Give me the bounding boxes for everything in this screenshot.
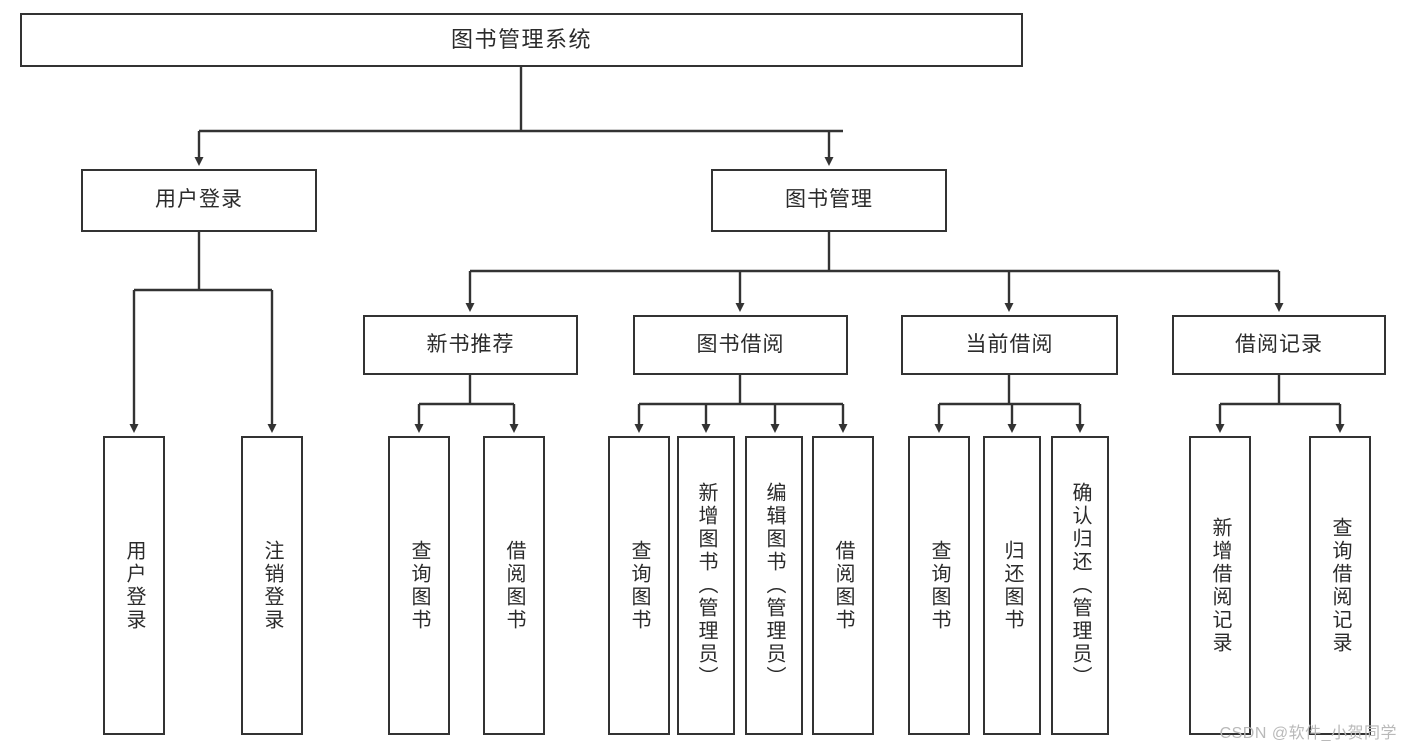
node-borrow-records[interactable]: 借阅记录 xyxy=(1172,315,1386,375)
node-new-book-recommend[interactable]: 新书推荐 xyxy=(363,315,578,375)
leaf-borrow-edit-book-admin-label: 编辑图书（管理员） xyxy=(763,482,785,689)
leaf-records-query-record-label: 查询借阅记录 xyxy=(1329,516,1351,655)
leaf-borrow-query-books-label: 查询图书 xyxy=(628,539,650,632)
leaf-current-query-books-label: 查询图书 xyxy=(928,539,950,632)
leaf-user-login-signin-label: 用户登录 xyxy=(123,539,145,632)
leaf-current-confirm-return-admin-label: 确认归还（管理员） xyxy=(1069,482,1091,689)
node-user-login[interactable]: 用户登录 xyxy=(81,169,317,232)
leaf-current-confirm-return-admin[interactable]: 确认归还（管理员） xyxy=(1051,436,1109,735)
node-user-login-label: 用户登录 xyxy=(155,188,243,212)
node-root-system[interactable]: 图书管理系统 xyxy=(20,13,1023,67)
leaf-recommend-borrow-books[interactable]: 借阅图书 xyxy=(483,436,545,735)
leaf-current-query-books[interactable]: 查询图书 xyxy=(908,436,970,735)
leaf-user-login-signin[interactable]: 用户登录 xyxy=(103,436,165,735)
leaf-user-login-signout-label: 注销登录 xyxy=(261,539,283,632)
watermark-text: CSDN @软件_小贺同学 xyxy=(1219,725,1397,742)
node-root-system-label: 图书管理系统 xyxy=(450,27,592,53)
node-current-borrow-label: 当前借阅 xyxy=(965,332,1054,356)
leaf-records-query-record[interactable]: 查询借阅记录 xyxy=(1309,436,1371,735)
leaf-borrow-borrow-books-label: 借阅图书 xyxy=(832,539,854,632)
node-book-borrow[interactable]: 图书借阅 xyxy=(633,315,848,375)
node-borrow-records-label: 借阅记录 xyxy=(1235,332,1323,356)
leaf-borrow-add-book-admin-label: 新增图书（管理员） xyxy=(695,482,717,689)
leaf-current-return-books[interactable]: 归还图书 xyxy=(983,436,1041,735)
leaf-borrow-add-book-admin[interactable]: 新增图书（管理员） xyxy=(677,436,735,735)
leaf-user-login-signout[interactable]: 注销登录 xyxy=(241,436,303,735)
node-book-management[interactable]: 图书管理 xyxy=(711,169,947,232)
leaf-borrow-edit-book-admin[interactable]: 编辑图书（管理员） xyxy=(745,436,803,735)
leaf-recommend-borrow-books-label: 借阅图书 xyxy=(503,539,525,632)
leaf-recommend-query-books[interactable]: 查询图书 xyxy=(388,436,450,735)
leaf-recommend-query-books-label: 查询图书 xyxy=(408,539,430,632)
leaf-records-add-record-label: 新增借阅记录 xyxy=(1209,516,1231,655)
node-new-book-recommend-label: 新书推荐 xyxy=(426,332,515,356)
node-current-borrow[interactable]: 当前借阅 xyxy=(901,315,1118,375)
leaf-records-add-record[interactable]: 新增借阅记录 xyxy=(1189,436,1251,735)
leaf-current-return-books-label: 归还图书 xyxy=(1001,539,1023,632)
node-book-borrow-label: 图书借阅 xyxy=(696,332,785,356)
node-book-management-label: 图书管理 xyxy=(785,188,873,212)
leaf-borrow-borrow-books[interactable]: 借阅图书 xyxy=(812,436,874,735)
leaf-borrow-query-books[interactable]: 查询图书 xyxy=(608,436,670,735)
